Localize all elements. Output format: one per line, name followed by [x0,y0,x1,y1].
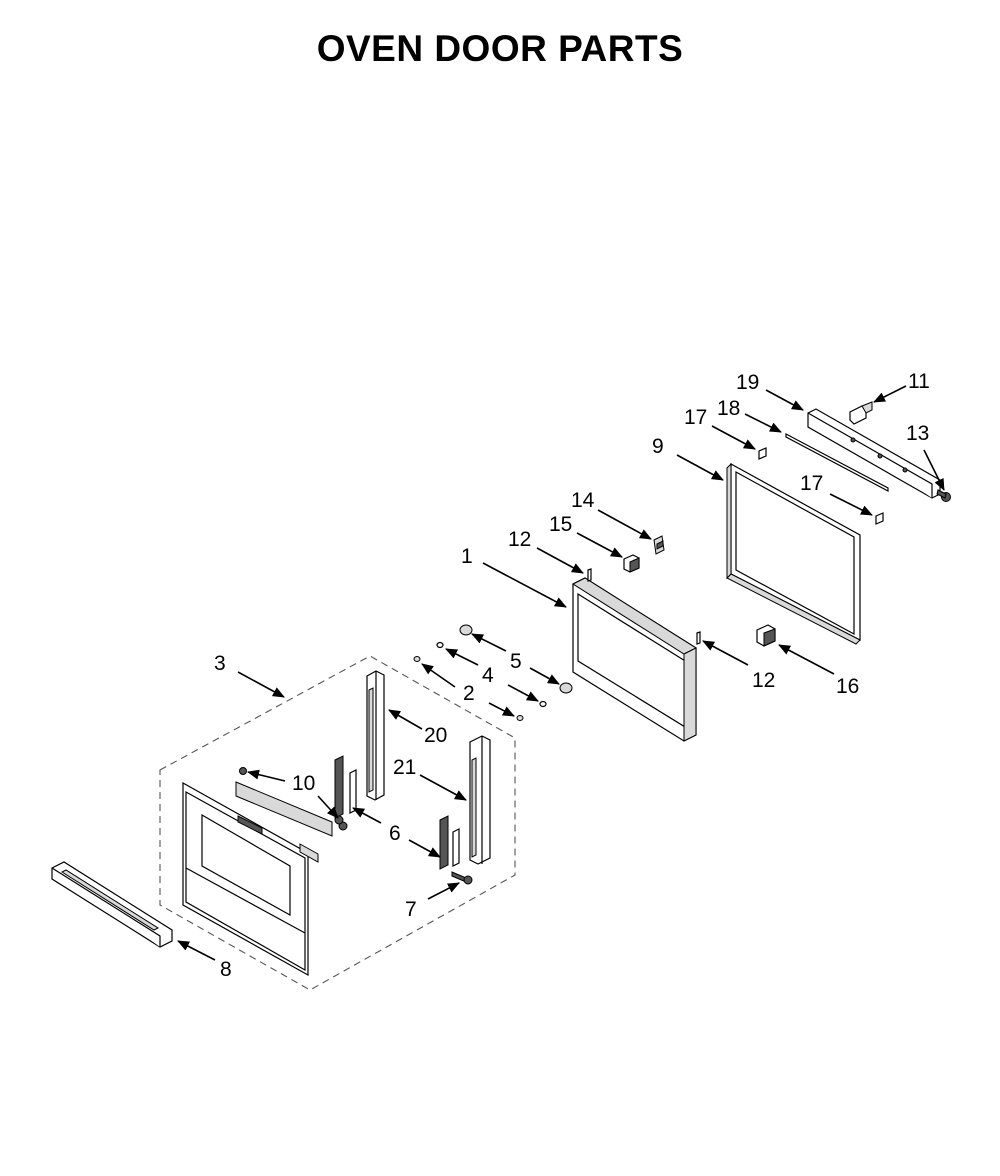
part-13-screw [936,489,951,502]
leader-3 [237,671,285,698]
callout-12b: 12 [752,669,775,692]
part-16-latch [756,624,776,647]
part-14-bracket [653,535,665,555]
leader-10b [317,795,339,819]
callout-6: 6 [389,822,401,845]
callout-9: 9 [652,435,664,458]
handle-strip [235,781,333,837]
callout-18: 18 [717,397,740,420]
outer-door-panel [182,781,319,977]
part-19-top-trim [807,408,941,499]
leader-1 [482,562,567,608]
leader-21 [419,774,467,801]
door-assembly-outline [159,655,516,991]
leader-4 [445,648,479,666]
leader-9 [676,454,724,481]
callout-14: 14 [571,489,595,512]
callout-8: 8 [220,958,232,981]
callout-13: 13 [906,422,929,445]
part-17-pad-top [758,447,767,460]
part-7-screw [451,871,473,885]
leader-2 [488,702,515,717]
part-5-roller-top [459,624,473,636]
part-9-glass-panel [726,462,861,645]
page-title: OVEN DOOR PARTS [316,28,684,69]
callout-17a: 17 [684,406,707,429]
leader-17b [829,493,873,516]
leader-5 [471,633,507,652]
callout-1: 1 [461,545,473,568]
callout-20: 20 [424,724,447,747]
leader-2b [421,663,456,688]
leader-12a [536,547,584,574]
leader-lines [177,385,945,961]
callout-7: 7 [405,898,417,921]
leader-6 [352,807,382,824]
part-6-hinge-left [334,755,357,825]
part-2-nut-top [413,656,421,662]
callout-labels: 1 2 3 4 5 6 7 8 9 10 11 12 12 13 14 15 1… [214,370,930,981]
leader-17a [711,425,756,450]
part-12-clip-top [587,568,592,582]
part-15-block [623,554,640,573]
leader-14 [597,509,652,540]
part-4-washer-bottom [539,700,547,708]
callout-21: 21 [393,756,416,779]
leader-19 [765,389,804,411]
callout-12a: 12 [508,528,531,551]
leader-7 [427,882,460,900]
leader-8 [177,940,216,961]
leader-4b [507,684,539,702]
leader-11 [873,385,907,403]
callout-10: 10 [292,772,315,795]
leader-12b [702,640,749,666]
callout-19: 19 [736,371,759,394]
callout-17b: 17 [800,472,823,495]
callout-4: 4 [482,664,494,687]
leader-10 [247,769,286,782]
part-4-washer-top [436,641,444,649]
callout-5: 5 [510,650,522,673]
part-8-bottom-trim [51,861,173,948]
callout-3: 3 [214,652,226,675]
part-21-side-channel [469,735,491,865]
leader-16 [778,644,835,675]
part-5-roller-bottom [559,682,573,694]
part-1-inner-door-frame [571,577,698,742]
leader-13 [923,449,945,491]
leader-15 [576,532,623,558]
leader-5b [529,667,560,685]
part-2-nut-bottom [516,715,524,721]
part-11-bolt [849,401,873,425]
callout-15: 15 [549,513,572,536]
callout-16: 16 [836,675,859,698]
leader-18 [744,413,782,433]
leader-6b [408,839,441,858]
part-20-side-channel [366,670,385,801]
callout-2: 2 [463,682,475,705]
part-17-pad-right [875,512,884,525]
part-12-clip-right [696,631,701,645]
part-6-hinge-right [439,815,460,870]
leader-20 [388,709,423,730]
callout-11: 11 [908,370,930,393]
part-18-seal-strip [785,433,889,492]
